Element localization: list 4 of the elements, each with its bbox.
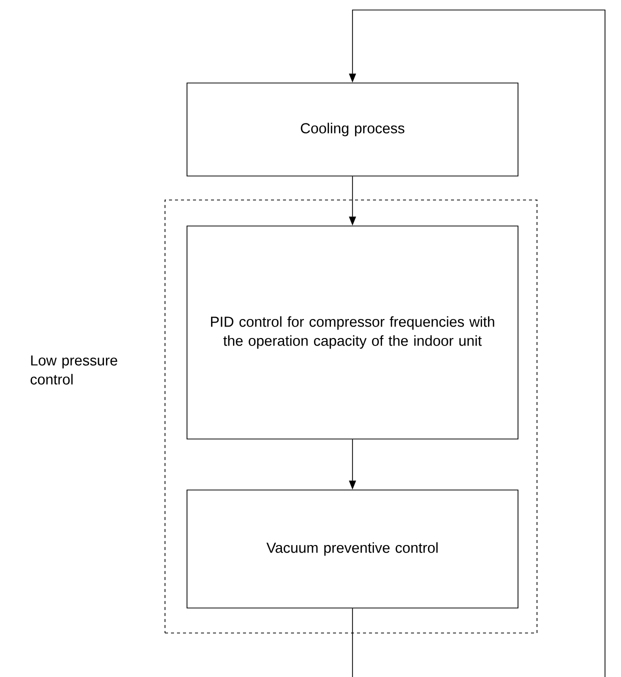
- process-box: Cooling process: [186, 82, 518, 176]
- process-box: Vacuum preventive control: [186, 490, 518, 608]
- process-box: PID control for compressor frequencies with the operation capacity of the indoor unit: [186, 226, 518, 440]
- node-label: Low pressure control: [30, 355, 118, 385]
